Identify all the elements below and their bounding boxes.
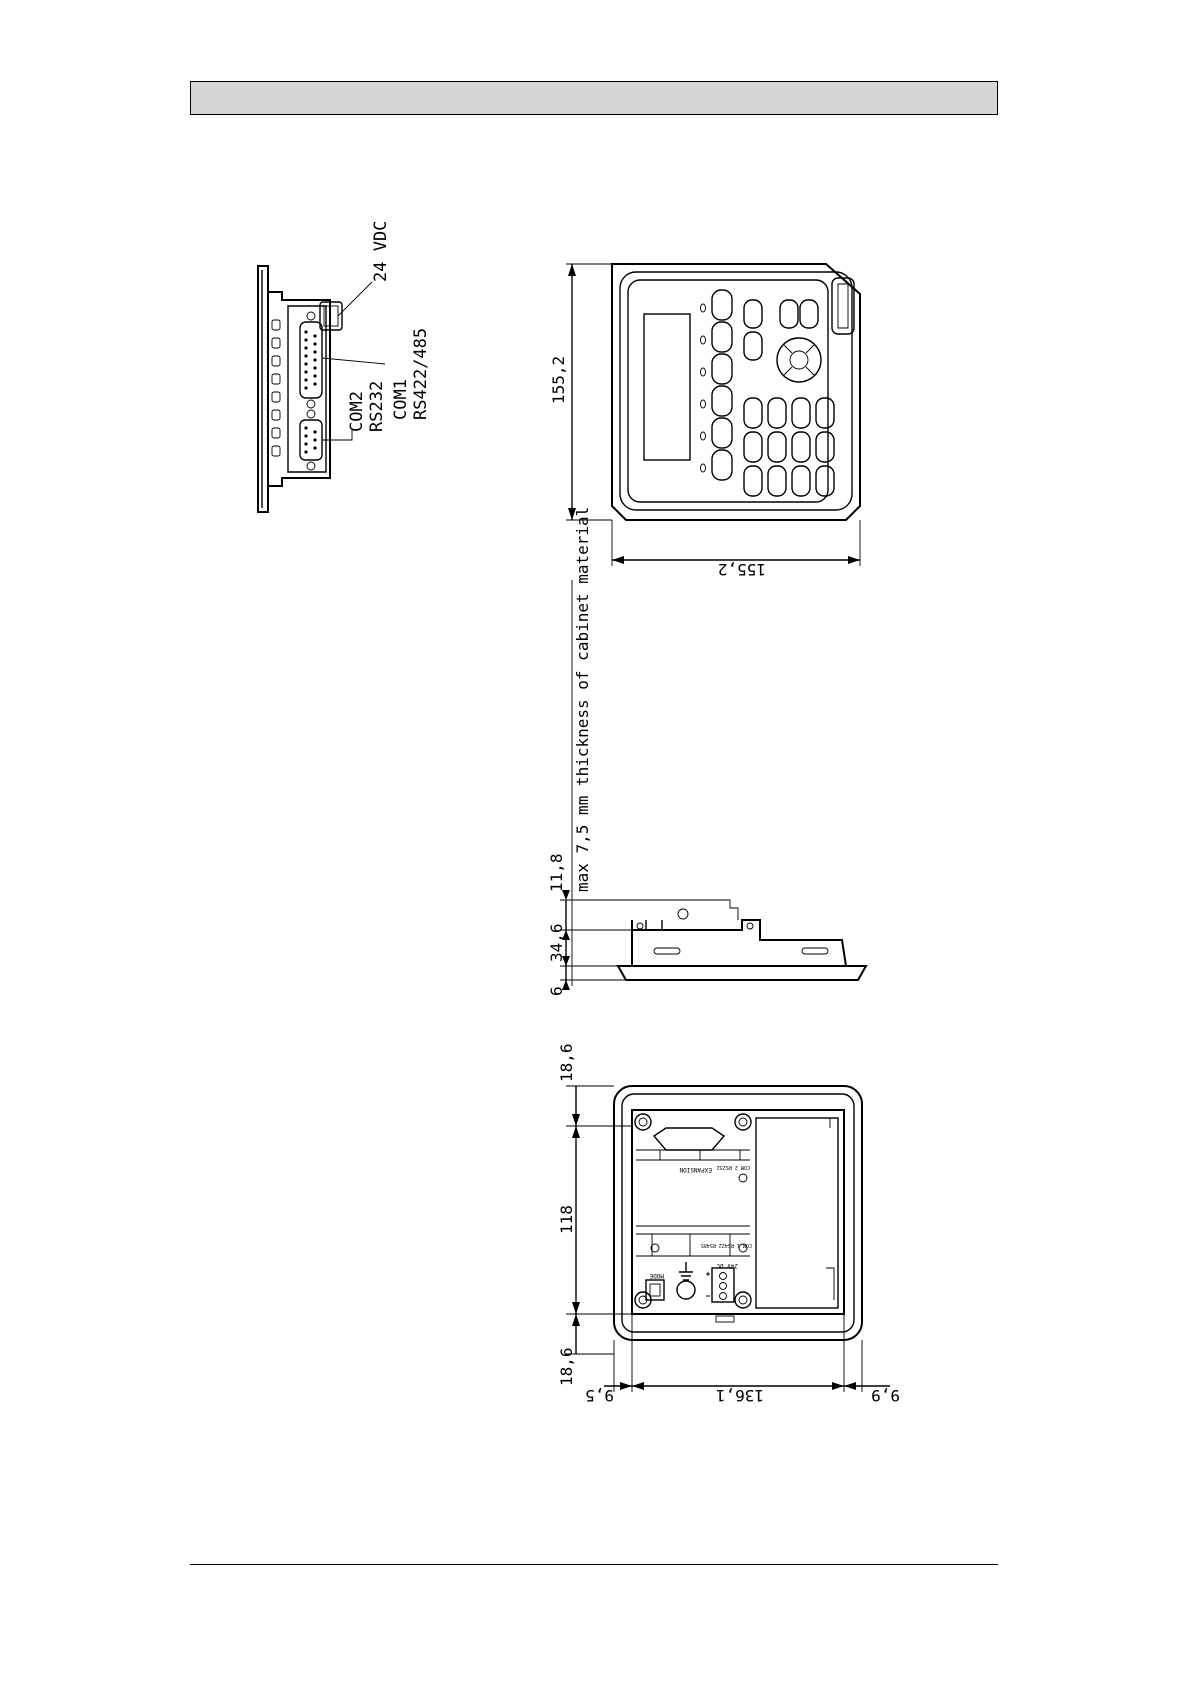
label-mode: MODE bbox=[649, 1272, 664, 1279]
dim-profile-bottom: 6 bbox=[547, 986, 566, 996]
dim-back-width: 136,1 bbox=[716, 1386, 764, 1405]
dim-back-height: 118 bbox=[557, 1205, 576, 1234]
dim-back-right-margin: 9,9 bbox=[871, 1386, 900, 1405]
dim-profile-top: 11,8 bbox=[547, 853, 566, 892]
note-cabinet-thickness: max 7,5 mm thickness of cabinet material bbox=[573, 507, 592, 892]
front-view bbox=[566, 264, 860, 566]
dim-back-top-margin: 18,6 bbox=[557, 1043, 576, 1082]
dim-back-left-margin: 9,5 bbox=[585, 1386, 614, 1405]
dim-front-width: 155,2 bbox=[718, 560, 766, 579]
label-rs232: RS232 bbox=[367, 381, 387, 432]
dim-front-height: 155,2 bbox=[549, 356, 568, 404]
label-24vdc: 24 VDC bbox=[371, 221, 391, 282]
label-rs422-485: RS422/485 bbox=[411, 328, 431, 420]
label-expansion: EXPANSION bbox=[679, 1166, 712, 1173]
dim-back-bottom-margin: 18,6 bbox=[557, 1347, 576, 1386]
label-com1-small: COM 1 RS422 RS485 bbox=[701, 1242, 752, 1248]
side-view bbox=[258, 266, 385, 512]
dim-profile-mid: 34,6 bbox=[547, 923, 566, 962]
footer-rule bbox=[190, 1564, 998, 1565]
back-view bbox=[566, 1086, 890, 1392]
label-com1: COM1 bbox=[391, 379, 411, 420]
label-com2-small: COM 2 RS232 bbox=[717, 1164, 750, 1170]
label-24v-dc: 24V DC bbox=[716, 1262, 738, 1269]
profile-view bbox=[560, 580, 866, 990]
label-com2: COM2 bbox=[347, 391, 367, 432]
